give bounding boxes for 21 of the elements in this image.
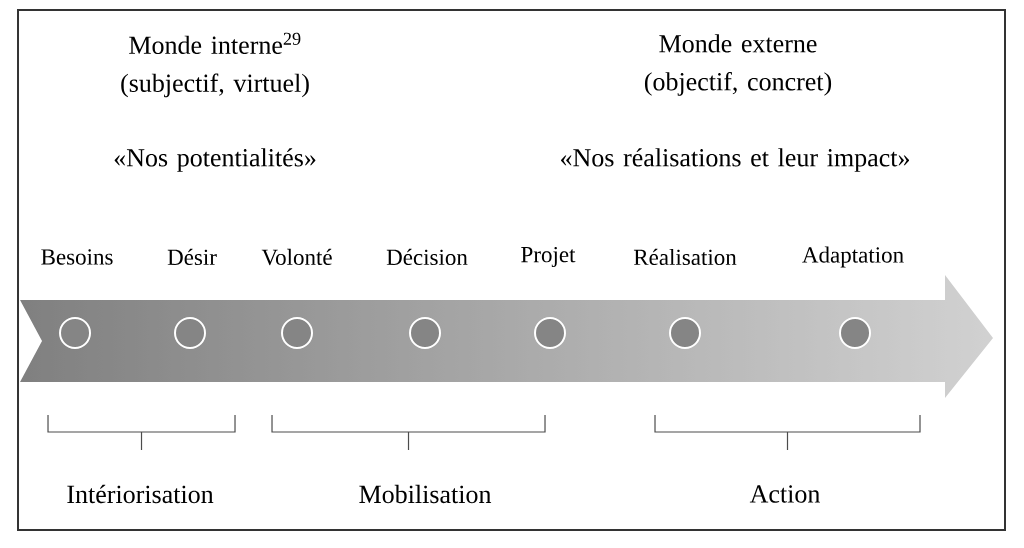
- heading-text: Monde externe (objectif, concret): [644, 34, 832, 96]
- step-circle: [669, 317, 701, 349]
- phase-label: Mobilisation: [359, 484, 492, 504]
- step-circle: [534, 317, 566, 349]
- step-label: Projet: [521, 246, 576, 268]
- step-label: Besoins: [41, 249, 113, 265]
- step-label: Décision: [386, 248, 468, 266]
- step-circle: [409, 317, 441, 349]
- step-circle: [59, 317, 91, 349]
- heading-text: Monde interne$^{29}$ (subjectif, virtuel): [121, 32, 309, 98]
- phase-label: Action: [749, 485, 820, 503]
- step-circle: [839, 317, 871, 349]
- step-circle: [174, 317, 206, 349]
- step-label: Adaptation: [802, 246, 904, 268]
- step-label: Désir: [167, 248, 217, 266]
- step-label: Volonté: [261, 248, 332, 266]
- phase-label: Intériorisation: [67, 484, 214, 504]
- step-circle: [281, 317, 313, 349]
- quote-text: «Nos réalisations et leur impact»: [561, 148, 909, 172]
- step-label: Réalisation: [633, 248, 737, 266]
- quote-text: «Nos potentialités»: [114, 148, 316, 172]
